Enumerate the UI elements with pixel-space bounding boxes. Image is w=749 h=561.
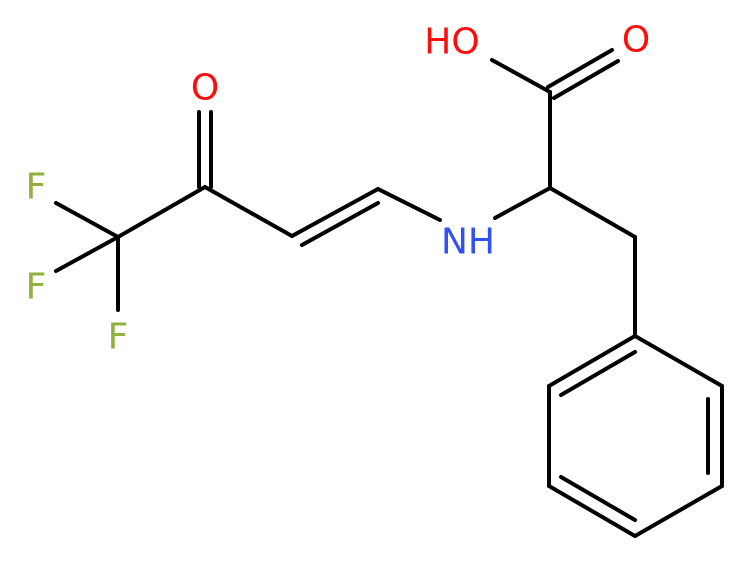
bond-calpha-n [493,186,552,220]
ring-bond-3 [633,484,724,538]
bond-c-f1 [54,201,120,239]
bond-c-f2 [54,235,120,273]
atom-label-carboxyl-oxygen: O [622,20,650,61]
atom-label-fluorine-1: F [26,167,47,208]
ring-inner-bond-a [559,350,637,397]
bond-c-o-double-a [546,48,614,89]
atom-label-fluorine-3: F [108,317,129,358]
atom-label-fluorine-2: F [26,267,47,308]
ring-inner-bond-c [559,475,637,522]
atom-label-amine: NH [441,222,495,263]
ring-bond-6 [547,334,637,388]
bond-vinyl-double-a [290,187,380,238]
bond-calpha-ch2 [548,186,637,239]
atom-label-ketone-oxygen: O [191,68,219,109]
bond-ch-ketone [203,185,294,238]
ring-bond-4 [547,484,637,538]
bond-oh-c [490,58,552,94]
bond-vinyl-double-b [300,201,380,247]
bond-c-o-double-b [552,59,620,100]
bond-ketone-cf3 [116,185,207,239]
atom-label-hydroxyl: HO [424,22,479,63]
bond-n-ch [376,187,442,222]
ring-bond-1 [633,334,724,388]
